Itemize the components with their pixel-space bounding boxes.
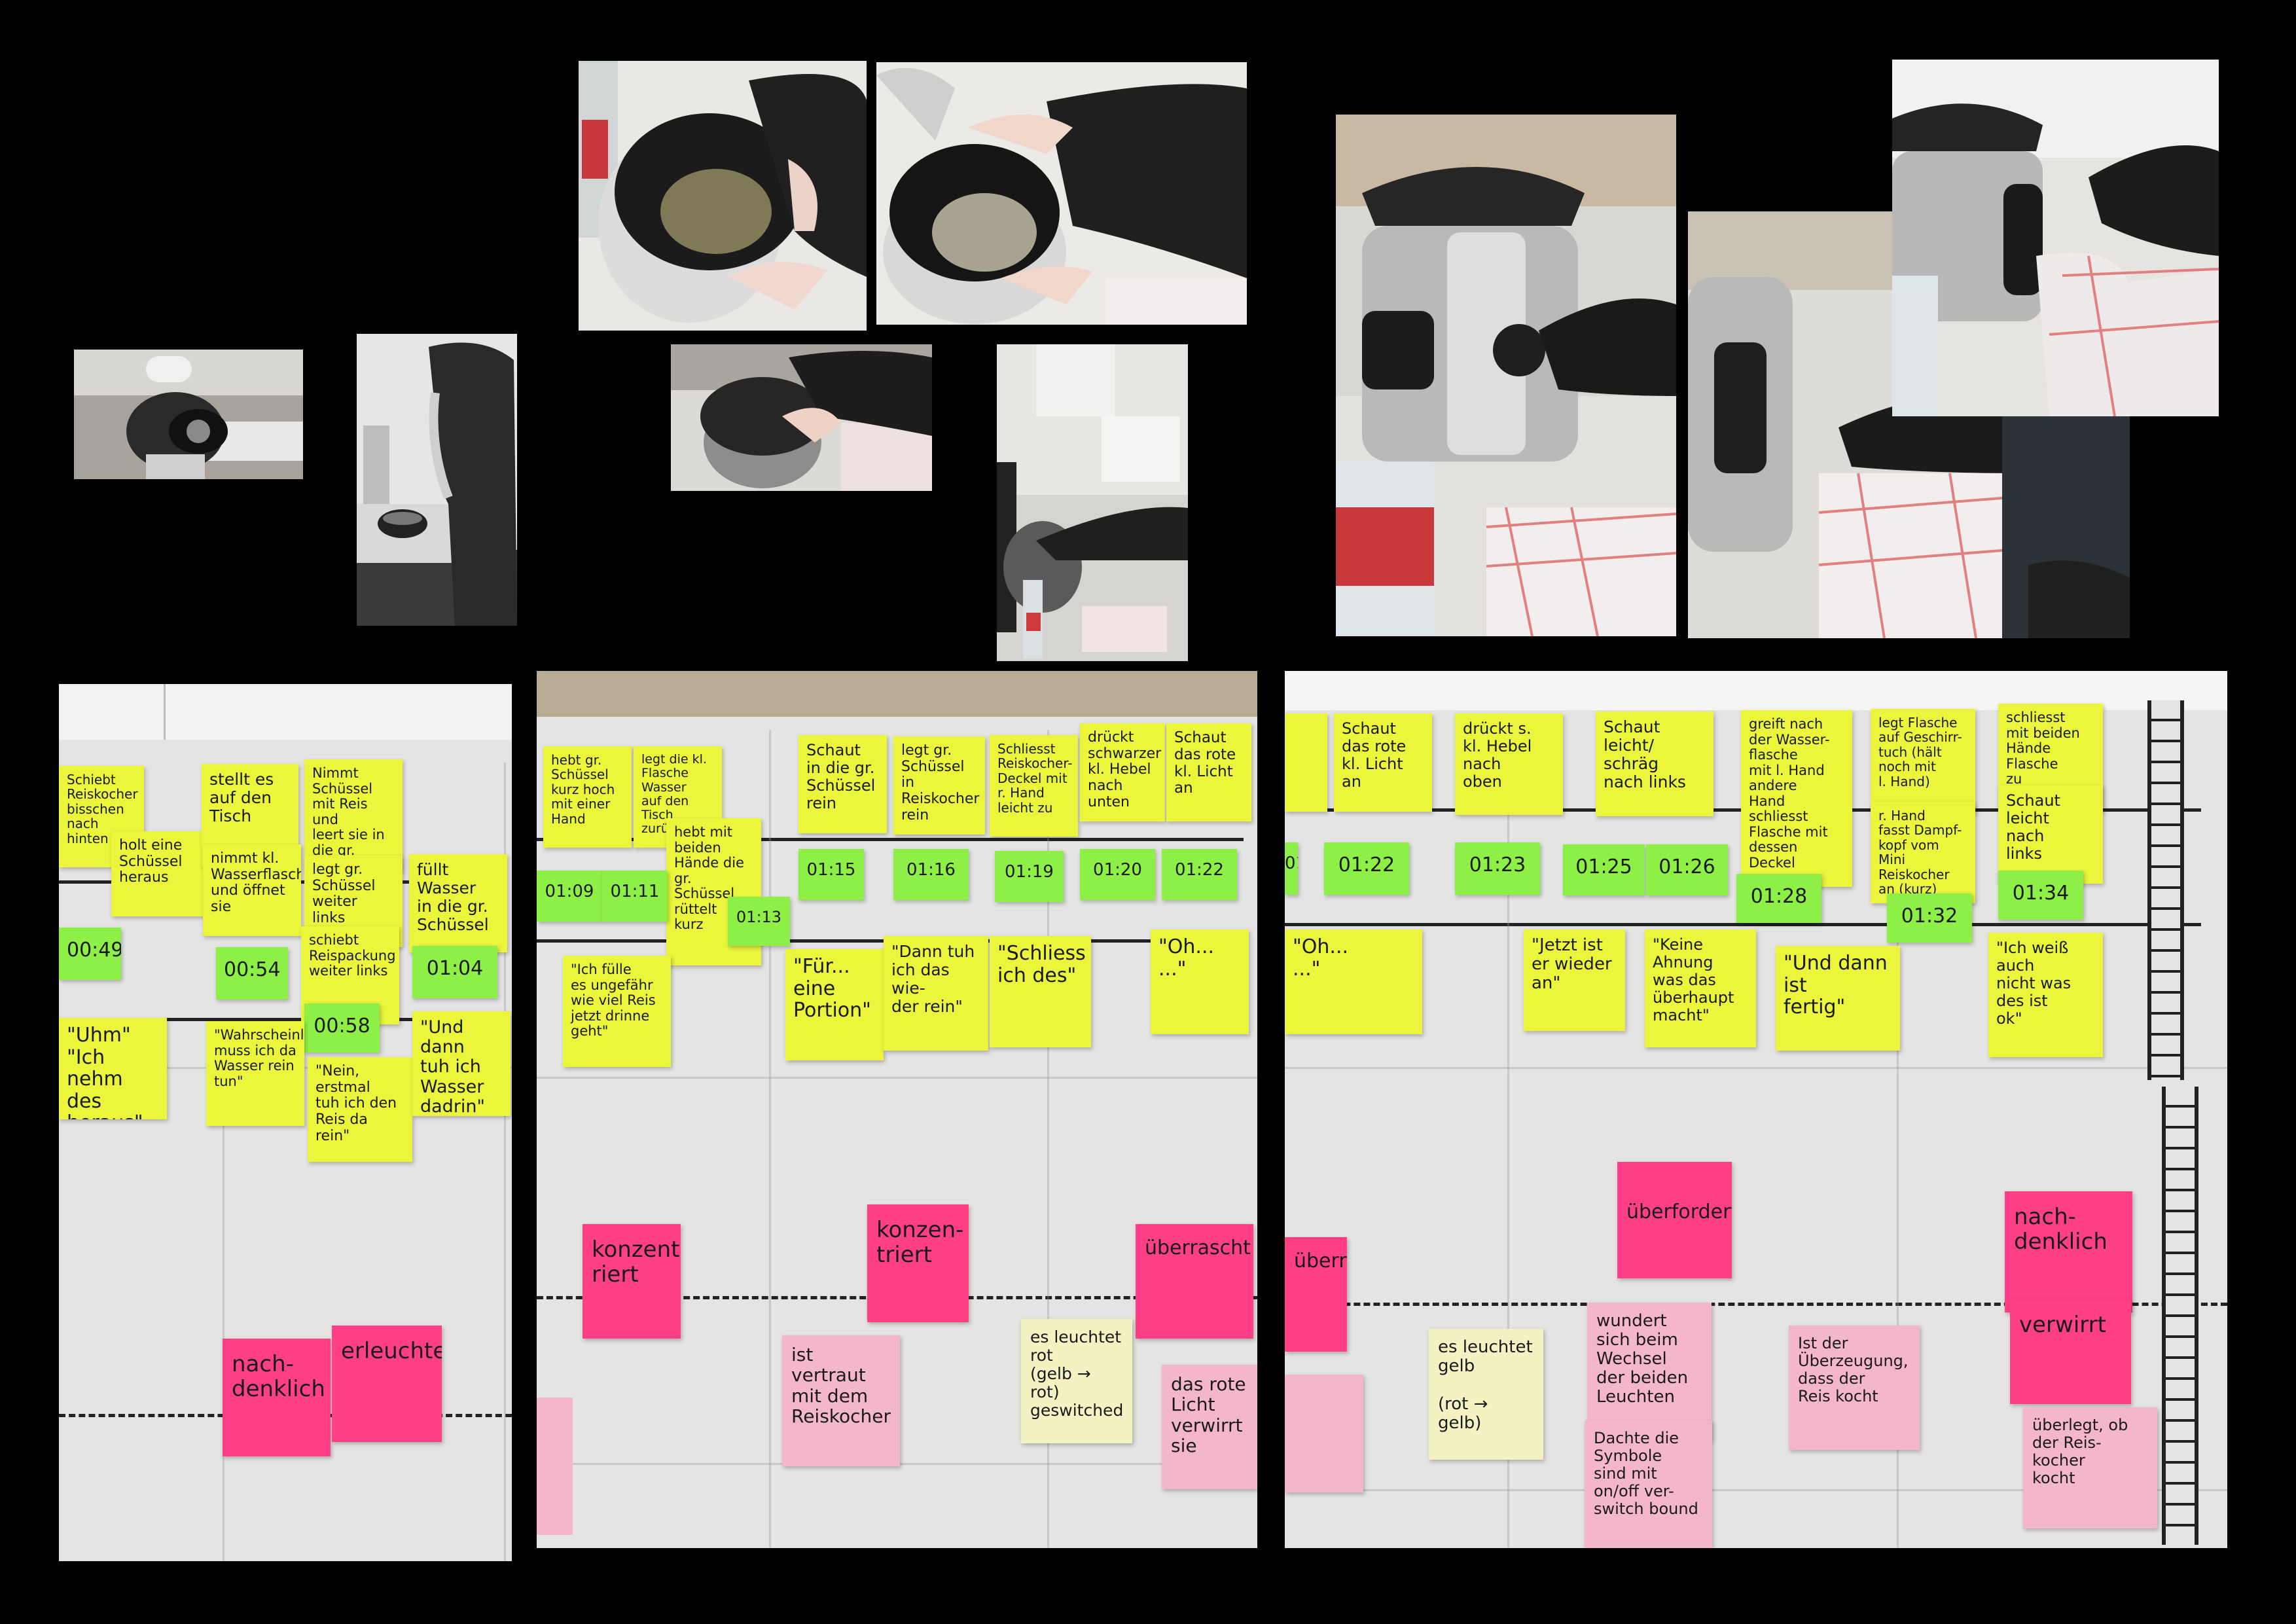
photo-bowl-rice-2 <box>876 62 1247 325</box>
emotion-note: nach- denklich <box>2005 1191 2132 1312</box>
quote-note: "Oh... ..." <box>1285 929 1422 1034</box>
quote-note: "Und dann ist fertig" <box>1776 946 1900 1051</box>
photo-pressing-switch-3 <box>1892 60 2219 416</box>
timestamp-note: 01:22 <box>1162 849 1237 900</box>
timestamp-note: 01:22 <box>1324 842 1409 895</box>
photo-bowl-rice-1 <box>579 61 867 331</box>
quote-note: "Nein, erstmal tuh ich den Reis da rein" <box>308 1057 412 1162</box>
emotion-note: konzent- riert <box>583 1224 681 1339</box>
action-note: legt gr. Schüssel in Reiskocher rein <box>893 736 985 835</box>
emotion-note: überrascht <box>1285 1237 1347 1352</box>
rice-bowl-photo <box>876 62 1247 325</box>
timestamp-note: 01:13 <box>728 897 790 946</box>
timestamp-note: 00:54 <box>216 947 288 1000</box>
photo-standing-table <box>997 344 1188 661</box>
person-photo <box>357 334 517 626</box>
rice-cooker-photo <box>671 344 932 491</box>
timestamp-note: 01:19 <box>995 851 1064 902</box>
action-note: drückt schwarzer kl. Hebel nach unten <box>1080 723 1165 821</box>
action-note: Schiebt Reiskocher bisschen nach hinten <box>59 766 144 867</box>
action-note: Schliesst Reiskocher- Deckel mit r. Hand… <box>990 735 1078 837</box>
photo-pressing-switch-1 <box>1336 115 1676 636</box>
rice-cooker-photo <box>74 350 303 479</box>
observation-note: das rote Licht verwirrt sie <box>1162 1365 1257 1489</box>
board-2: hebt gr. Schüssel kurz hoch mit einer Ha… <box>537 671 1257 1548</box>
action-note: hebt gr. Schüssel kurz hoch mit einer Ha… <box>543 746 632 848</box>
timestamp-note: 01:22 <box>1285 842 1298 895</box>
action-note: Schaut leicht nach links <box>1998 785 2103 884</box>
action-note: Schaut das rote kl. Licht an <box>1334 713 1432 812</box>
timestamp-note: 00:58 <box>304 1003 380 1053</box>
person-photo <box>997 344 1188 661</box>
quote-note: "Uhm" "Ich nehm des heraus" <box>59 1018 167 1119</box>
observation-note: überlegt, ob der Reis- kocher kocht <box>2023 1407 2157 1528</box>
observation-note: Ist der Überzeugung, dass der Reis kocht <box>1789 1326 1920 1450</box>
timestamp-note: 01:11 <box>602 871 668 922</box>
action-note: r. Hand fasst Dampf- kopf vom Mini Reisk… <box>1871 802 1975 903</box>
timestamp-note: 01:26 <box>1646 844 1728 895</box>
ladder-drawing <box>2162 1087 2198 1545</box>
emotion-note: überfordert <box>1617 1162 1732 1278</box>
observation-note: es leuchtet gelb (rot → gelb) <box>1429 1329 1543 1460</box>
action-note: nimmt kl. Wasserflasche und öffnet sie <box>203 844 301 936</box>
quote-note: "Und dann tuh ich Wasser dadrin" <box>412 1011 511 1116</box>
emotion-note: erleuchtet <box>332 1326 442 1442</box>
action-note: holt eine Schüssel heraus <box>111 831 209 916</box>
timestamp-note: 01:25 <box>1563 844 1645 895</box>
photo-closing-lid <box>671 344 932 491</box>
quote-note: "Oh... ..." <box>1151 929 1249 1034</box>
quote-note: "Für... eine Portion" <box>785 949 884 1060</box>
timestamp-note: 01:34 <box>1998 871 2083 920</box>
observation-note: es leuchtet rot (gelb → rot) geswitched <box>1021 1319 1132 1443</box>
quote-note: "Ich weiß auch nicht was des ist ok" <box>1988 933 2103 1057</box>
quote-note: "Jetzt ist er wieder an" <box>1524 929 1625 1031</box>
quote-note: "Keine Ahnung was das überhaupt macht" <box>1645 929 1756 1047</box>
timestamp-note: 00:49 <box>59 928 121 980</box>
action-note: füllt Wasser in die gr. Schüssel <box>409 854 507 952</box>
rice-cooker-photo <box>1336 115 1676 636</box>
action-note: Schaut in die gr. Schüssel rein <box>798 735 887 833</box>
rice-cooker-photo <box>1892 60 2219 416</box>
emotion-note: konzen- triert <box>867 1204 969 1322</box>
rice-bowl-photo <box>579 61 867 331</box>
observation-note: ist vertraut mit dem Reiskocher <box>782 1335 900 1466</box>
timestamp-note: 01:20 <box>1080 849 1155 900</box>
action-note: Schaut leicht/ schräg nach links <box>1596 712 1713 816</box>
quote-note: "Dann tuh ich das wie- der rein" <box>884 936 988 1051</box>
timestamp-note: 01:32 <box>1887 893 1972 943</box>
emotion-note: nach- denklich <box>223 1339 331 1456</box>
timestamp-note: 01:16 <box>893 849 969 900</box>
ladder-drawing <box>2147 700 2184 1080</box>
board-1: Schiebt Reiskocher bisschen nach hinten … <box>59 684 512 1561</box>
quote-note: "Ich fülle es ungefähr wie viel Reis jet… <box>563 956 671 1067</box>
emotion-note: verwirrt <box>2010 1299 2131 1404</box>
action-note: Schaut das rote kl. Licht an <box>1166 723 1251 821</box>
action-note: greift nach der Wasser- flasche mit l. H… <box>1741 710 1852 887</box>
action-note: legt Flasche auf Geschirr- tuch (hält no… <box>1871 709 1975 814</box>
timestamp-note: 01:23 <box>1455 842 1540 895</box>
timestamp-note: 01:15 <box>798 849 864 900</box>
photo-person-bending <box>357 334 517 626</box>
emotion-note: überrascht <box>1136 1224 1253 1339</box>
observation-note: Dachte die Symbole sind mit on/off ver- … <box>1585 1420 1712 1548</box>
action-note: Nimmt Schüssel mit Reis und leert sie in… <box>304 759 403 872</box>
timestamp-note: 01:09 <box>537 871 602 922</box>
timestamp-note: 01:04 <box>412 946 497 998</box>
photo-cooker-open-small <box>74 350 303 479</box>
quote-note: "Schliess ich des" <box>990 936 1091 1047</box>
action-note: hebt mit beiden Hände die gr. Schüssel r… <box>666 818 761 965</box>
action-note: drückt s. kl. Hebel nach oben <box>1455 713 1563 815</box>
timestamp-note: 01:28 <box>1736 874 1821 923</box>
action-note <box>1285 713 1327 812</box>
board-3: Schaut das rote kl. Licht an drückt s. k… <box>1285 671 2227 1548</box>
quote-note: "Wahrscheinlich muss ich da Wasser rein … <box>206 1021 304 1126</box>
observation-note: wundert sich beim Wechsel der beiden Leu… <box>1587 1303 1712 1440</box>
observation-note <box>1285 1375 1363 1492</box>
pink-paper-stack <box>537 1398 573 1535</box>
